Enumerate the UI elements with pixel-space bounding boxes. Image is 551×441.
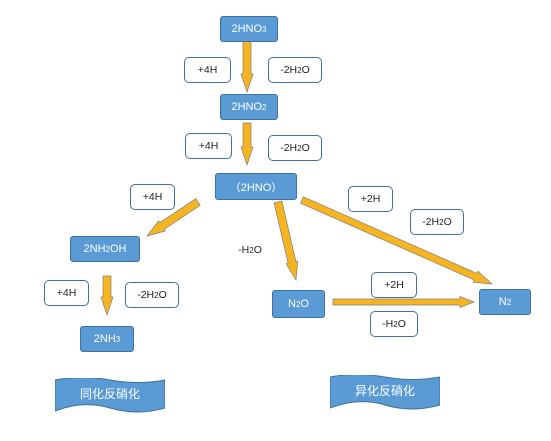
banner-left-shape <box>55 378 165 413</box>
node-2hno2-sub: 2 <box>262 102 267 112</box>
node-n2o-post: O <box>300 298 309 310</box>
node-2nh2oh-sub: 2 <box>105 244 110 254</box>
arrow-n2o-to-n2 <box>332 295 475 309</box>
banner-assimilatory-denitrification: 同化反硝化 <box>55 378 165 418</box>
arrow-hno-to-n2 <box>300 196 494 285</box>
arrow-hno3-to-hno2 <box>240 39 254 94</box>
node-2hno2-main: 2HNO <box>231 101 263 113</box>
banner-dissimilatory-denitrification: 异化反硝化 <box>330 375 440 415</box>
node-2nh3-main: 2NH <box>93 333 116 345</box>
label-plus4h-2: +4H <box>185 133 232 159</box>
banner-right-shape <box>330 375 440 410</box>
node-n2-sub: 2 <box>506 297 512 307</box>
banner-left-text: 同化反硝化 <box>79 386 140 401</box>
node-2nh3-sub: 3 <box>115 334 121 344</box>
node-n2o-sub: 2 <box>295 299 301 309</box>
arrow-hno2-to-hno <box>240 122 254 167</box>
arrow-hno-to-n2o <box>273 200 299 282</box>
arrow-hno-to-nh2oh <box>146 198 201 237</box>
label-plus4h-1: +4H <box>184 57 231 83</box>
node-n2o-main: N <box>288 298 296 310</box>
node-2hno3-sub: 3 <box>262 24 267 34</box>
label-plus2h-2: +2H <box>371 272 417 298</box>
label-plus4h-3: +4H <box>130 184 175 210</box>
label-plus4h-4: +4H <box>44 280 89 306</box>
node-2nh2oh-pre: 2NH <box>83 243 106 255</box>
node-2hno: （2HNO） <box>215 173 297 200</box>
node-2nh2oh-post: OH <box>109 243 127 255</box>
banner-right-text: 异化反硝化 <box>354 383 415 398</box>
node-2hno-text: （2HNO） <box>229 181 283 194</box>
label-plus2h-1: +2H <box>348 186 393 212</box>
arrow-nh2oh-to-nh3 <box>100 275 114 317</box>
node-n2-main: N <box>498 296 507 308</box>
node-2hno3-main: 2HNO <box>231 23 263 35</box>
